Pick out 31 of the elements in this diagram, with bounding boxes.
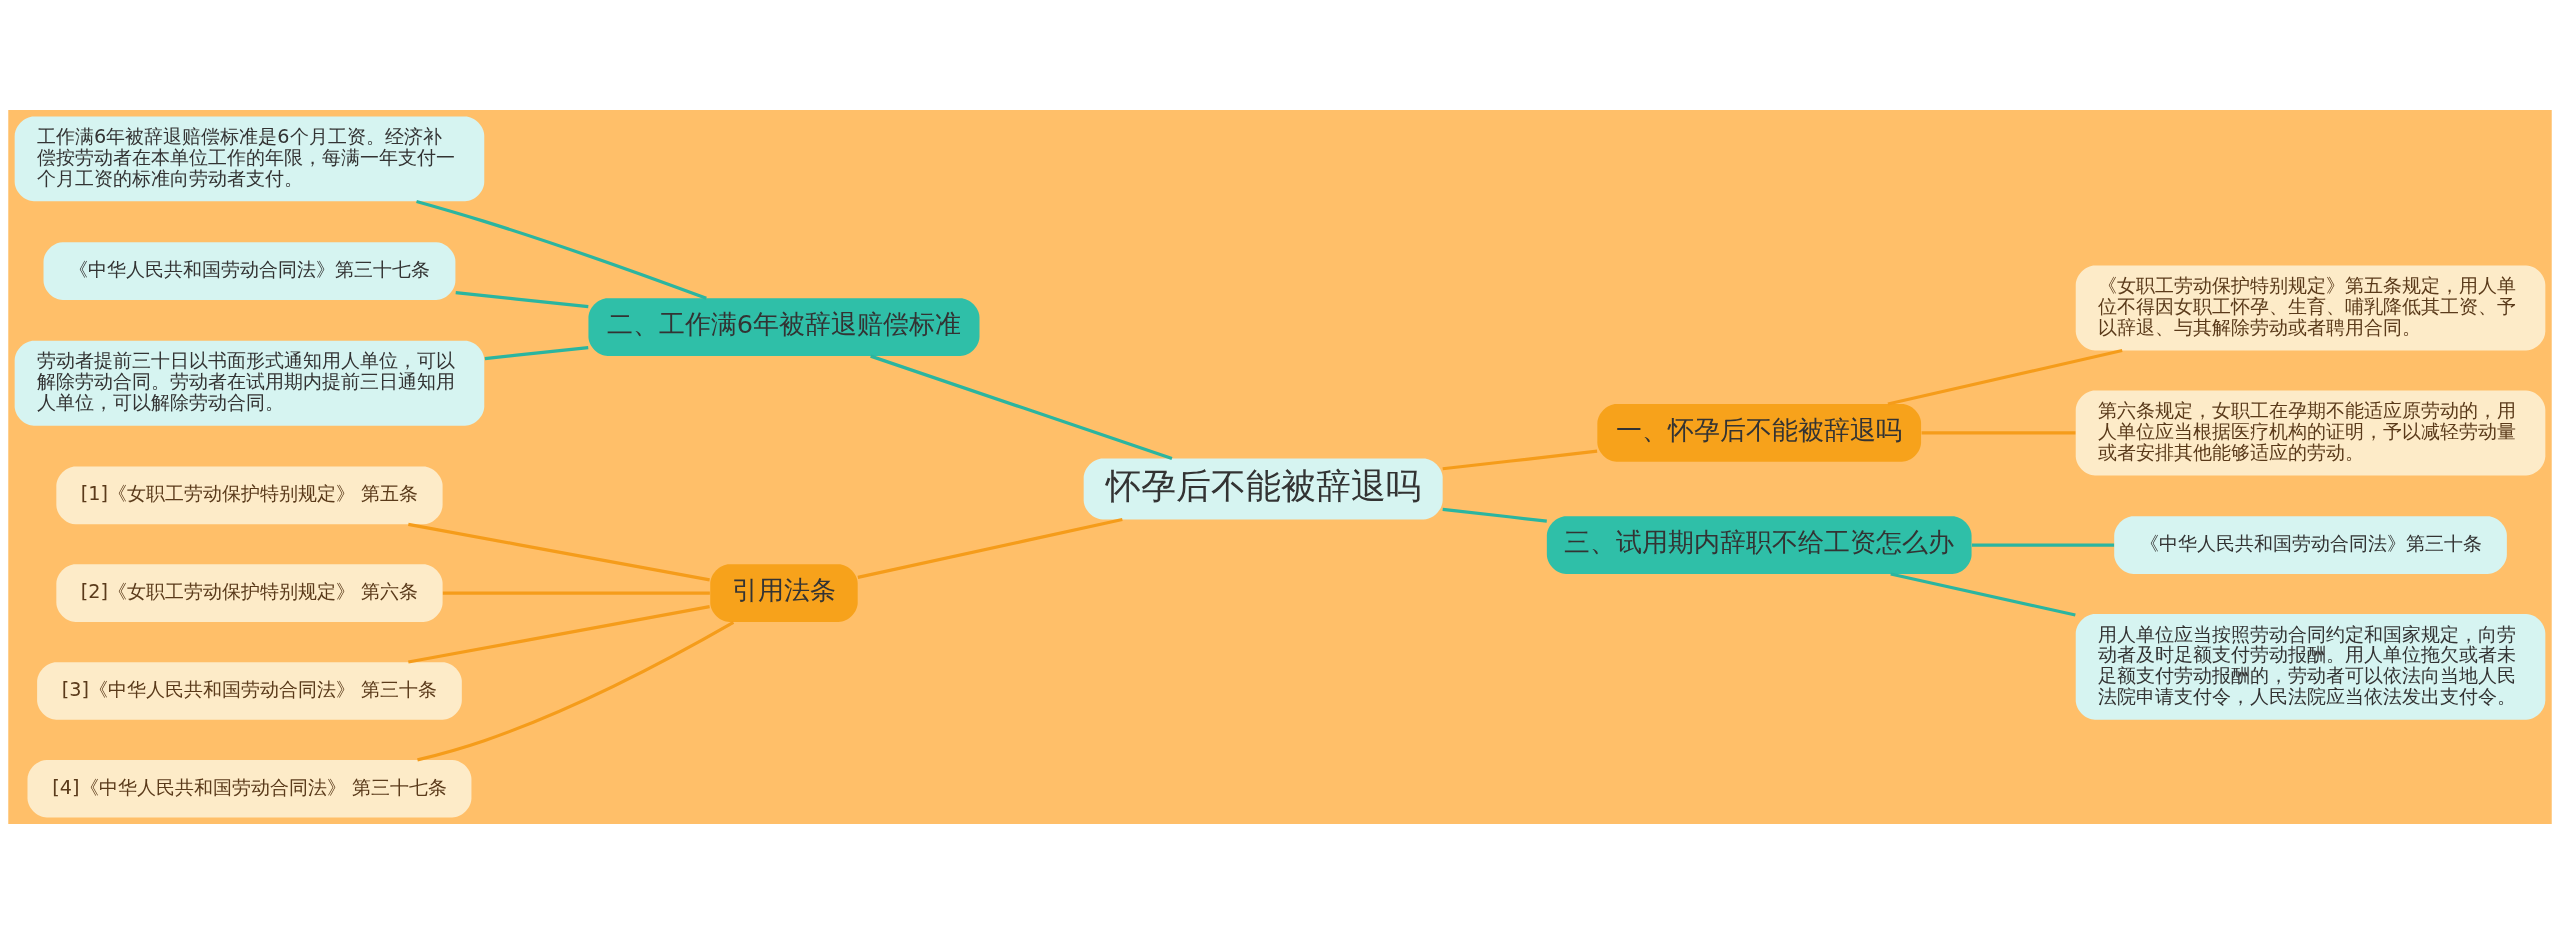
connector <box>484 346 589 361</box>
connector <box>1442 449 1598 471</box>
node-box: 《中华人民共和国劳动合同法》第三十条 <box>2114 516 2507 574</box>
connector <box>442 591 710 595</box>
node-box: 怀孕后不能被辞退吗 <box>1083 458 1443 520</box>
node-box: 引用法条 <box>710 564 858 623</box>
connector <box>408 605 710 664</box>
node-box: [3]《中华人民共和国劳动合同法》 第三十条 <box>37 662 462 720</box>
connector <box>455 291 589 309</box>
node-box: [1]《女职工劳动保护特别规定》 第五条 <box>56 466 443 525</box>
node-box: 一、怀孕后不能被辞退吗 <box>1597 404 1922 462</box>
node-box: 用人单位应当按照劳动合同约定和国家规定，向劳动者及时足额支付劳动报酬。用人单位拖欠或者未足额支付劳动报酬的，劳动者可以依法向当地人民法院申请支付令，人民法院应当依法发出支付令。 <box>2075 614 2546 720</box>
connector <box>408 522 710 582</box>
connector <box>1887 348 2123 406</box>
node-box: 第六条规定，女职工在孕期不能适应原劳动的，用人单位应当根据医疗机构的证明，予以减轻劳动量或者安排其他能够适应的劳动。 <box>2075 390 2546 476</box>
node-box: [2]《女职工劳动保护特别规定》 第六条 <box>56 564 443 623</box>
connector <box>1921 431 2076 435</box>
connector <box>1971 543 2115 547</box>
node-box: 二、工作满6年被辞退赔偿标准 <box>588 298 980 356</box>
node-box: 《中华人民共和国劳动合同法》第三十七条 <box>43 242 456 300</box>
node-box: 《女职工劳动保护特别规定》第五条规定，用人单位不得因女职工怀孕、生育、哺乳降低其工资、予以辞退、与其解除劳动或者聘用合同。 <box>2075 265 2546 351</box>
node-box: 工作满6年被辞退赔偿标准是6个月工资。经济补偿按劳动者在本单位工作的年限，每满一年支付一个月工资的标准向劳动者支付。 <box>14 116 485 202</box>
connector <box>870 354 1173 461</box>
node-box: 三、试用期内辞职不给工资怎么办 <box>1546 516 1972 574</box>
connector <box>1890 572 2076 617</box>
node-box: 劳动者提前三十日以书面形式通知用人单位，可以解除劳动合同。劳动者在试用期内提前三日通知用人单位，可以解除劳动合同。 <box>14 340 485 426</box>
connector <box>417 620 735 762</box>
connector <box>416 199 707 300</box>
connector <box>857 517 1123 579</box>
node-box: [4]《中华人民共和国劳动合同法》 第三十七条 <box>27 759 472 818</box>
connector <box>1442 507 1547 523</box>
